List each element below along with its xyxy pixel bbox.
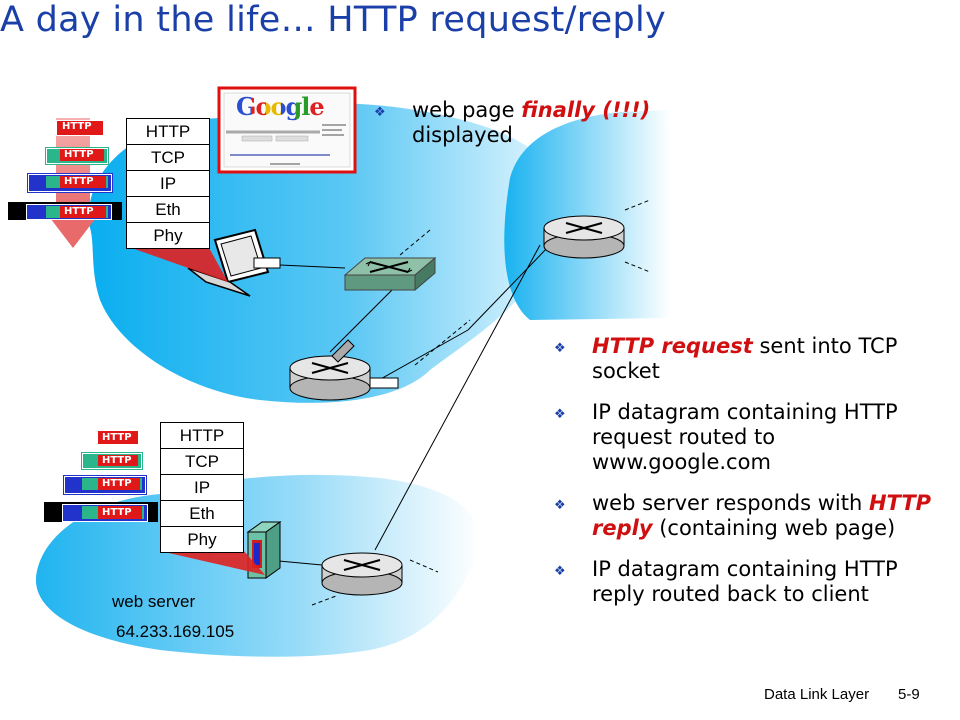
stack-layer-http: HTTP — [127, 119, 209, 145]
packet-ip-http — [98, 478, 140, 490]
router-icon-isp — [543, 215, 625, 259]
packet-eth-label: HTTP — [102, 507, 132, 518]
page-title: A day in the life… HTTP request/reply — [0, 0, 667, 40]
packet-tcp-http — [98, 455, 138, 466]
google-logo-text: Google — [236, 92, 325, 121]
stack-layer-eth: Eth — [127, 197, 209, 223]
packet-http — [98, 431, 138, 444]
web-server-label: web server — [112, 592, 196, 611]
packet-ip-label: HTTP — [102, 478, 132, 489]
stack-layer-tcp: TCP — [127, 145, 209, 171]
packet-http-label: HTTP — [102, 432, 132, 443]
footer-chapter: Data Link Layer — [764, 686, 870, 703]
stack-layer-ip: IP — [161, 475, 243, 501]
server-protocol-stack: HTTP TCP IP Eth Phy — [160, 422, 244, 553]
bullet-item: ❖ IP datagram containing HTTP reply rout… — [554, 557, 898, 606]
packet-tcp-label: HTTP — [64, 149, 94, 160]
stack-layer-http: HTTP — [161, 423, 243, 449]
diamond-bullet-icon: ❖ — [554, 498, 566, 513]
laptop-icon — [187, 228, 281, 297]
packet-ip-label: HTTP — [64, 176, 94, 187]
diamond-bullet-icon: ❖ — [554, 407, 566, 422]
packet-http — [56, 120, 104, 136]
packet-eth-http — [60, 206, 106, 218]
packet-http-label: HTTP — [62, 121, 92, 132]
stack-layer-eth: Eth — [161, 501, 243, 527]
packet-eth-http — [98, 506, 142, 519]
router-icon-server — [321, 552, 403, 596]
packet-ip-http — [60, 176, 106, 188]
diamond-bullet-icon: ❖ — [554, 341, 566, 356]
google-page-screenshot — [217, 86, 357, 174]
bullet-item: ❖ web server responds with HTTP reply (c… — [554, 491, 932, 540]
diamond-bullet-icon: ❖ — [554, 564, 566, 579]
steps-bullet-list: ❖ HTTP request sent into TCP socket ❖ IP… — [554, 334, 934, 623]
stack-layer-phy: Phy — [153, 226, 183, 245]
bullet-item: ❖ web page finally (!!!) displayed — [374, 98, 651, 147]
diamond-bullet-icon: ❖ — [374, 105, 386, 120]
stack-layer-tcp: TCP — [161, 449, 243, 475]
router-icon-center — [289, 339, 399, 401]
top-bullet-list: ❖ web page finally (!!!) displayed — [374, 98, 674, 164]
google-logo: Google — [236, 92, 325, 121]
footer-page-number: 5-9 — [898, 686, 920, 703]
client-protocol-stack: HTTP TCP IP Eth Phy — [126, 118, 210, 249]
stack-layer-phy: Phy — [187, 530, 217, 549]
stack-layer-ip: IP — [127, 171, 209, 197]
packet-tcp-http — [60, 149, 104, 161]
packet-tcp-label: HTTP — [102, 455, 132, 466]
bullet-item: ❖ IP datagram containing HTTP request ro… — [554, 400, 898, 474]
switch-icon — [343, 256, 437, 292]
packet-eth-label: HTTP — [64, 206, 94, 217]
web-server-ip: 64.233.169.105 — [116, 622, 235, 641]
bullet-item: ❖ HTTP request sent into TCP socket — [554, 334, 898, 383]
isp-network-cloud — [504, 110, 670, 320]
